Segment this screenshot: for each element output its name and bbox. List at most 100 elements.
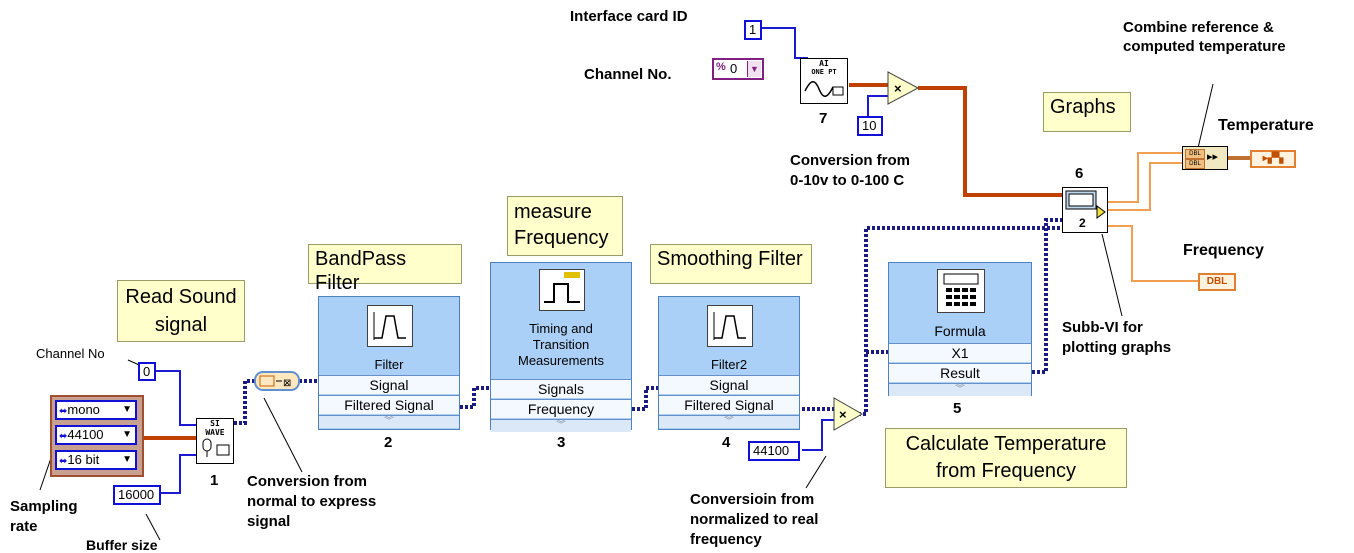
label-frequency: Frequency — [1183, 242, 1264, 259]
si-wave-vi[interactable]: SI WAVE — [196, 418, 234, 464]
waveform-graph-icon: ▸▞▚ — [1262, 153, 1284, 164]
svg-text:⊠: ⊠ — [283, 378, 291, 389]
filter-title: Filter — [374, 357, 404, 372]
filter2-output-terminal[interactable]: Filtered Signal — [659, 395, 799, 414]
wire-interface-id — [762, 27, 808, 59]
formula-title: Formula — [934, 323, 986, 339]
wire-graph-to-bundle — [1108, 152, 1182, 203]
note-measure-frequency[interactable]: measure Frequency — [507, 196, 623, 256]
si-icon-line1: SI — [210, 419, 220, 428]
wire-channel-left — [156, 370, 196, 426]
sine-wave-icon — [804, 81, 844, 97]
dbl-icon: DBL — [1185, 159, 1205, 169]
microphone-icon — [202, 438, 230, 457]
note-bandpass[interactable]: BandPass Filter — [308, 244, 462, 294]
note-smoothing[interactable]: Smoothing Filter — [650, 244, 812, 284]
multiply-node-bottom: × — [833, 397, 864, 431]
expand-chevron-icon[interactable]: ︾ — [889, 383, 1031, 396]
timing-title: Timing and Transition Measurements — [518, 321, 604, 368]
bandpass-filter-icon — [707, 305, 753, 347]
constant-interface-id[interactable]: 1 — [744, 20, 762, 40]
note-graphs[interactable]: Graphs — [1043, 92, 1131, 132]
filter2-input-terminal[interactable]: Signal — [659, 375, 799, 394]
channel-ring-value: 0 — [730, 61, 738, 76]
constant-ten[interactable]: 10 — [857, 116, 883, 136]
timing-input-terminal[interactable]: Signals — [491, 379, 631, 398]
wire-branch-up — [864, 226, 1062, 352]
node-number-2: 2 — [384, 434, 393, 451]
wire-mult-to-graph — [918, 86, 1062, 197]
dynamic-wires — [234, 218, 1062, 425]
wire-graph-to-bundle-2 — [1108, 162, 1182, 211]
wire-result-to-graph — [1032, 218, 1062, 374]
formula-output-terminal[interactable]: Result — [889, 363, 1031, 382]
ai-icon-line1: AI — [819, 59, 829, 68]
graph-icon — [1065, 190, 1106, 219]
node-number-3: 3 — [557, 434, 566, 451]
chevron-down-icon[interactable]: ▼ — [122, 404, 132, 415]
filter-output-terminal[interactable]: Filtered Signal — [319, 395, 459, 414]
chevron-down-icon[interactable]: ▼ — [122, 454, 132, 465]
multiply-node-top: × — [887, 71, 920, 105]
ai-one-pt-vi[interactable]: AI ONE PT — [800, 58, 848, 104]
express-vi-filter2[interactable]: Filter2 Signal Filtered Signal ︾ — [658, 296, 800, 430]
label-interface-card-id: Interface card ID — [570, 8, 688, 25]
constant-buffer[interactable]: 16000 — [113, 485, 161, 505]
orange-wires — [142, 83, 1250, 440]
dbl-icon: DBL — [1206, 276, 1228, 287]
express-vi-timing[interactable]: Timing and Transition Measurements Signa… — [490, 262, 632, 432]
ring-mode-value: mono — [67, 402, 100, 417]
pulse-measurement-icon — [539, 269, 585, 311]
filter-input-terminal[interactable]: Signal — [319, 375, 459, 394]
express-vi-filter[interactable]: Filter Signal Filtered Signal ︾ — [318, 296, 460, 430]
formula-input-terminal[interactable]: X1 — [889, 343, 1031, 362]
ring-bits-value: 16 bit — [67, 452, 100, 467]
note-read-sound[interactable]: Read Sound signal — [117, 280, 245, 342]
chevron-down-icon[interactable]: ▼ — [122, 429, 132, 440]
si-icon-line2: WAVE — [205, 428, 225, 437]
ring-mode[interactable]: ⬌mono ▼ — [55, 400, 137, 420]
channel-ring-top[interactable]: % 0 ▼ — [712, 58, 764, 80]
node-number-7: 7 — [819, 110, 828, 127]
wire-filter-to-timing — [460, 386, 490, 409]
graph-subvi[interactable]: 2 — [1062, 187, 1108, 233]
bandpass-filter-icon — [367, 305, 413, 347]
wire-wave-to-express — [234, 379, 256, 425]
wire-buffer — [160, 454, 196, 494]
label-conversion-top: Conversion from 0-10v to 0-100 C — [790, 152, 911, 189]
node-number-1: 1 — [210, 472, 219, 489]
constant-channel-zero[interactable]: 0 — [138, 362, 156, 381]
expand-chevron-icon[interactable]: ︾ — [319, 415, 459, 428]
timing-output-terminal[interactable]: Frequency — [491, 399, 631, 418]
wire-ten — [867, 95, 888, 117]
svg-text:×: × — [894, 81, 902, 96]
ring-bits[interactable]: ⬌16 bit ▼ — [55, 450, 137, 470]
label-conversion-real: Conversioin from normalized to real freq… — [690, 491, 819, 548]
ring-rate-value: 44100 — [67, 427, 104, 442]
expand-chevron-icon[interactable]: ︾ — [491, 419, 631, 432]
constant-sample-rate[interactable]: 44100 — [748, 441, 800, 461]
wire-timing-to-filter2 — [632, 386, 658, 411]
ai-icon-line2: ONE PT — [811, 68, 837, 76]
label-buffer-size: Buffer size — [86, 537, 158, 553]
label-temperature: Temperature — [1218, 117, 1314, 134]
frequency-indicator[interactable]: DBL — [1198, 273, 1236, 291]
percent-icon: % — [716, 61, 726, 73]
label-combine: Combine reference & computed temperature — [1123, 19, 1286, 55]
label-channel-no-top: Channel No. — [584, 66, 672, 83]
node-number-6: 6 — [1075, 165, 1084, 182]
expand-chevron-icon[interactable]: ︾ — [659, 415, 799, 428]
convert-icon: ⊠ — [259, 375, 291, 389]
chevron-down-icon[interactable]: ▼ — [747, 61, 761, 77]
temperature-indicator[interactable]: ▸▞▚ — [1250, 150, 1296, 168]
express-vi-formula[interactable]: Formula X1 Result ︾ — [888, 262, 1032, 396]
dbl-icon: DBL — [1185, 149, 1205, 159]
bundle-node[interactable]: DBL DBL ▸▸ — [1182, 146, 1228, 170]
node-number-5: 5 — [953, 400, 962, 417]
ring-rate[interactable]: ⬌44100 ▼ — [55, 425, 137, 445]
convert-to-dynamic-data-node[interactable]: ⊠ — [254, 371, 300, 391]
note-calc-temp[interactable]: Calculate Temperature from Frequency — [885, 428, 1127, 488]
graph-terminal-label: 2 — [1079, 216, 1086, 230]
label-subvi: Subb-VI for plotting graphs — [1062, 319, 1172, 356]
node-number-4: 4 — [722, 434, 731, 451]
